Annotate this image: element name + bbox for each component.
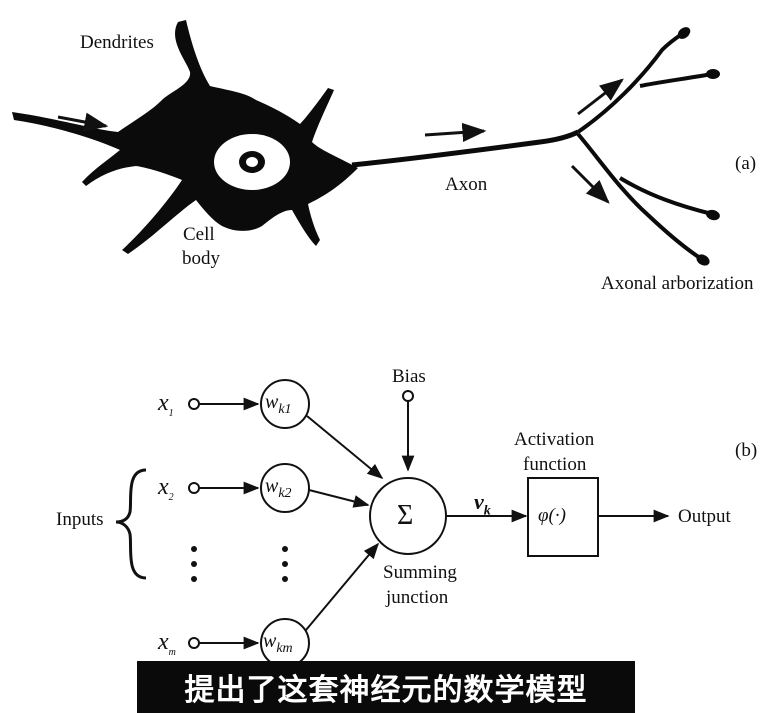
cell-body-shape [12,20,358,254]
cell-body-label-1: Cell [183,224,215,245]
activation-label-2: function [523,454,587,475]
bias-label: Bias [392,366,426,387]
neuron-model [115,379,670,668]
input-x2-label: x2 [158,474,174,503]
panel-a-label: (a) [735,153,757,174]
biological-neuron [12,20,720,266]
weight-node-2 [260,463,310,513]
weight-node-1 [260,379,310,429]
weight-wk2-label: wk2 [265,475,292,501]
inputs-label: Inputs [56,509,104,530]
dendrites-label: Dendrites [80,32,154,53]
input-node-m [188,637,200,649]
bias-node [402,390,414,402]
input-node-2 [188,482,200,494]
panel-b-label: (b) [735,440,758,461]
activation-label-1: Activation [514,429,595,450]
weight-wk1-label: wk1 [265,391,292,417]
subtitle-caption: 提出了这套神经元的数学模型 [137,661,635,713]
input-xm-label: xm [158,629,176,658]
vk-label: vk [474,489,491,519]
signal-arrows [57,78,624,204]
weight-wkm-label: wkm [263,630,293,656]
output-label: Output [678,506,731,527]
axonal-arborization-label: Axonal arborization [601,273,754,294]
ellipsis-dots [191,546,288,582]
inputs-brace [115,468,147,580]
input-node-1 [188,398,200,410]
summing-label-2: junction [386,587,449,608]
summing-label-1: Summing [383,562,457,583]
activation-box [527,477,599,557]
phi-label: φ(·) [538,505,566,526]
input-x1-label: x1 [158,390,174,419]
axon-label: Axon [445,174,488,195]
cell-body-label-2: body [182,248,220,269]
sigma-symbol: Σ [397,500,414,531]
axon-line [351,129,580,168]
